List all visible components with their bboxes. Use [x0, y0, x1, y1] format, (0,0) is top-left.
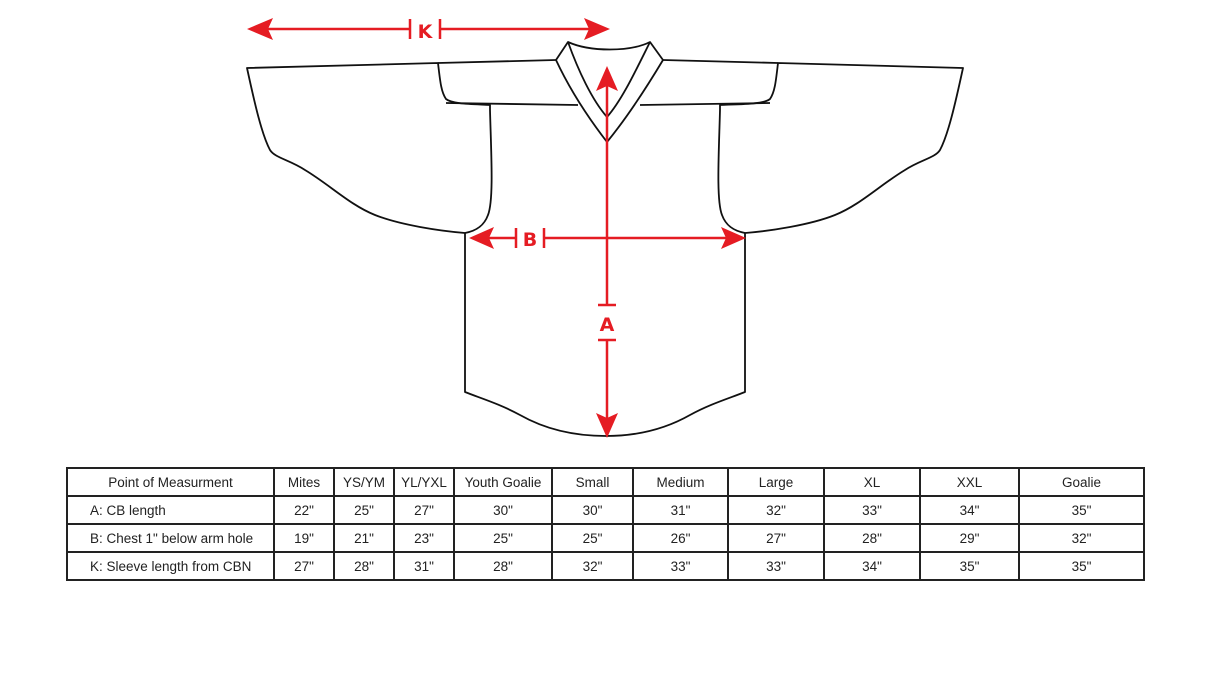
arrowhead-up-icon: [596, 66, 618, 91]
measurement-arrows: [247, 18, 746, 438]
table-row: K: Sleeve length from CBN 27" 28" 31" 28…: [66, 551, 1145, 581]
table-cell: 30": [453, 495, 553, 525]
header-small: Small: [551, 467, 634, 497]
arrowhead-left-icon: [469, 227, 494, 249]
body: [464, 233, 746, 437]
arrowhead-right-icon: [721, 227, 746, 249]
table-cell: 34": [919, 495, 1020, 525]
table-header-row: Point of Measurment Mites YS/YM YL/YXL Y…: [66, 467, 1145, 497]
collar-outer: [555, 41, 664, 143]
table-cell: 25": [453, 523, 553, 553]
table-cell: 31": [393, 551, 455, 581]
table-cell: 27": [727, 523, 825, 553]
header-medium: Medium: [632, 467, 729, 497]
header-goalie: Goalie: [1018, 467, 1145, 497]
jersey-measurement-diagram: K B A: [246, 18, 964, 438]
table-cell: 28": [333, 551, 395, 581]
table-cell: 23": [393, 523, 455, 553]
table-cell: 32": [1018, 523, 1145, 553]
table-cell: 33": [632, 551, 729, 581]
right-sleeve: [717, 62, 964, 234]
table-cell: 25": [551, 523, 634, 553]
label-a: A: [600, 314, 615, 336]
table-row: B: Chest 1" below arm hole 19" 21" 23" 2…: [66, 523, 1145, 553]
table-cell: 33": [727, 551, 825, 581]
arrowhead-left-icon: [247, 18, 273, 40]
arrowhead-right-icon: [584, 18, 610, 40]
table-cell: 35": [1018, 551, 1145, 581]
row-label: A: CB length: [66, 495, 275, 525]
table-cell: 21": [333, 523, 395, 553]
arrowhead-down-icon: [596, 413, 618, 438]
table-cell: 28": [823, 523, 921, 553]
table-row: A: CB length 22" 25" 27" 30" 30" 31" 32"…: [66, 495, 1145, 525]
header-ys-ym: YS/YM: [333, 467, 395, 497]
header-mites: Mites: [273, 467, 335, 497]
table-cell: 32": [727, 495, 825, 525]
table-cell: 34": [823, 551, 921, 581]
table-cell: 32": [551, 551, 634, 581]
row-label: K: Sleeve length from CBN: [66, 551, 275, 581]
yoke: [437, 59, 779, 106]
left-sleeve: [246, 62, 493, 234]
table-cell: 28": [453, 551, 553, 581]
jersey-outline: [246, 41, 964, 437]
table-cell: 25": [333, 495, 395, 525]
table-cell: 27": [393, 495, 455, 525]
table-cell: 27": [273, 551, 335, 581]
label-k: K: [418, 21, 434, 43]
table-cell: 26": [632, 523, 729, 553]
header-xxl: XXL: [919, 467, 1020, 497]
table-cell: 30": [551, 495, 634, 525]
table-cell: 35": [919, 551, 1020, 581]
table-cell: 19": [273, 523, 335, 553]
table-cell: 35": [1018, 495, 1145, 525]
header-large: Large: [727, 467, 825, 497]
table-cell: 29": [919, 523, 1020, 553]
table-cell: 31": [632, 495, 729, 525]
header-youth-goalie: Youth Goalie: [453, 467, 553, 497]
size-chart-table: Point of Measurment Mites YS/YM YL/YXL Y…: [66, 467, 1145, 581]
row-label: B: Chest 1" below arm hole: [66, 523, 275, 553]
header-yl-yxl: YL/YXL: [393, 467, 455, 497]
table-cell: 22": [273, 495, 335, 525]
table-cell: 33": [823, 495, 921, 525]
label-b: B: [523, 229, 537, 251]
header-xl: XL: [823, 467, 921, 497]
header-point-of-measurement: Point of Measurment: [66, 467, 275, 497]
